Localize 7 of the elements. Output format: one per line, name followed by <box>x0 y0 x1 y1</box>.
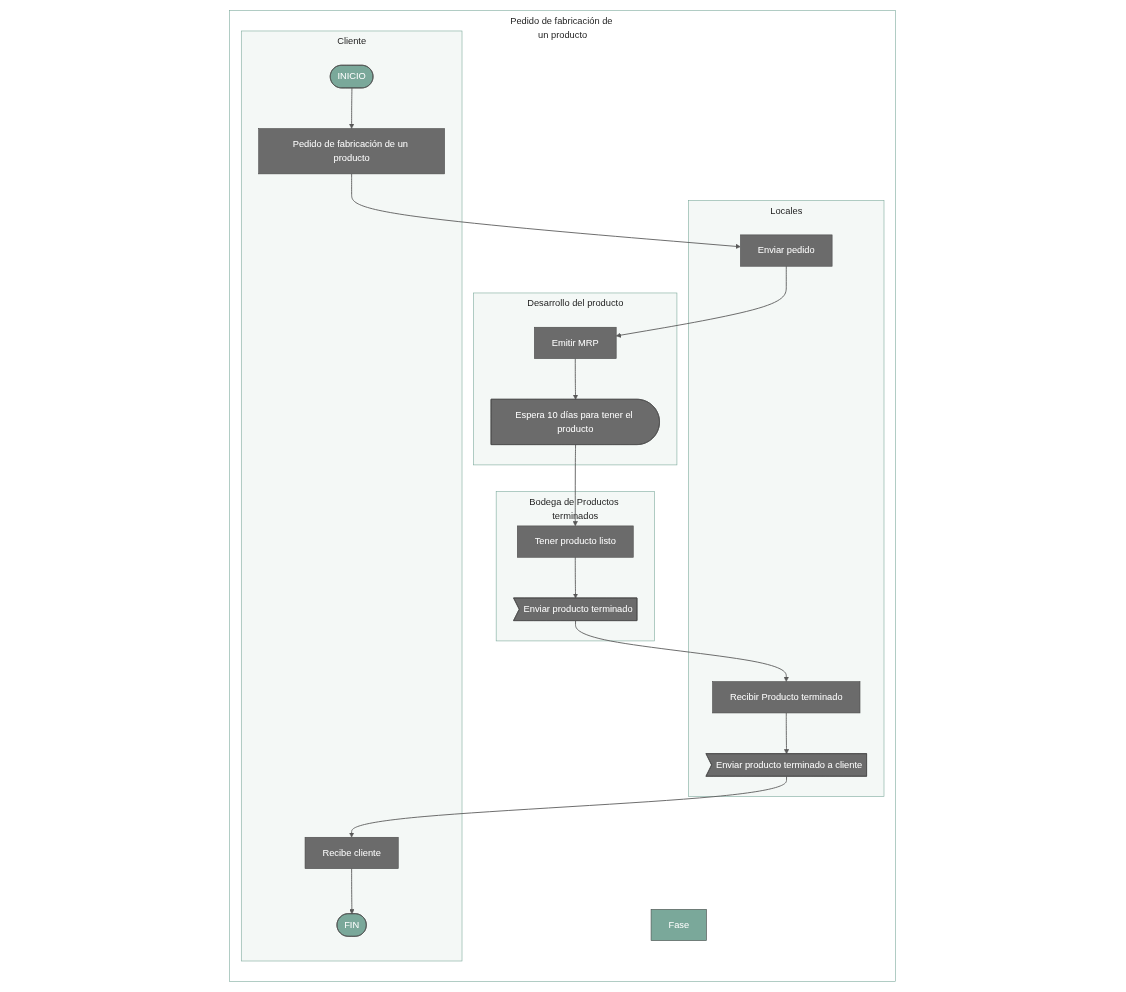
node-box: Enviar pedido <box>740 234 833 267</box>
node-box: Recibe cliente <box>305 837 399 869</box>
node-box: Pedido de fabricación de un producto <box>258 128 446 175</box>
node-box: Emitir MRP <box>534 326 617 359</box>
node-box: Tener producto listo <box>517 525 634 558</box>
node-box: Fase <box>651 909 708 941</box>
node-box: Recibir Producto terminado <box>712 681 861 714</box>
